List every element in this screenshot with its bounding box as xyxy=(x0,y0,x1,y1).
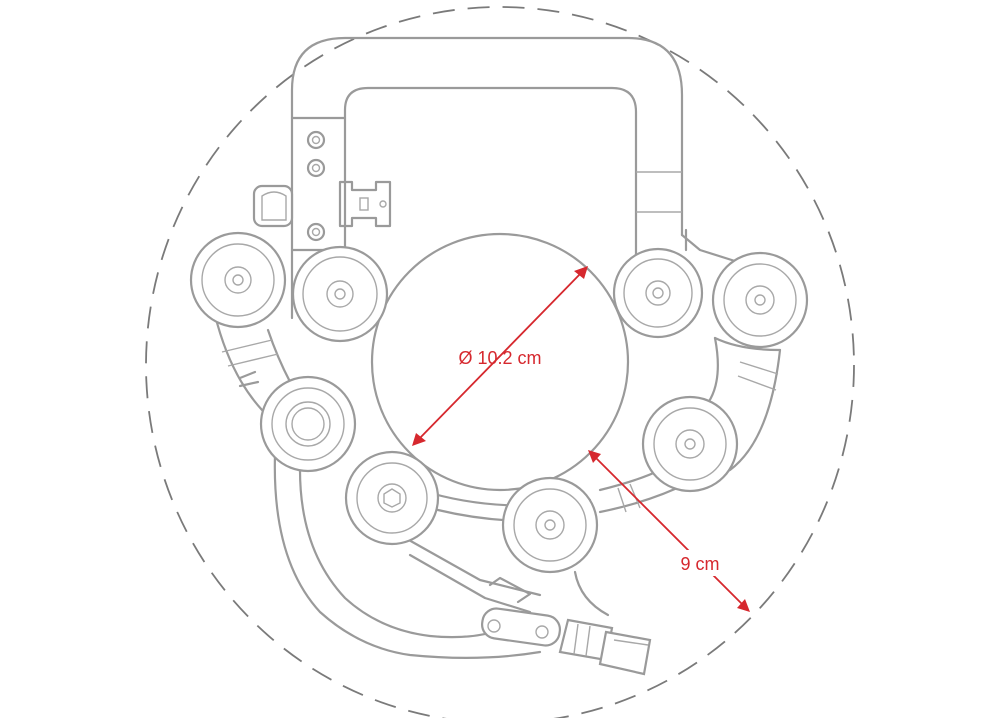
screw-icon xyxy=(306,130,326,150)
roller xyxy=(189,231,287,329)
mounting-plate xyxy=(290,116,347,252)
diameter-dimension: Ø 10.2 cm xyxy=(412,266,588,446)
clearance-envelope-circle xyxy=(145,6,855,718)
radius-dimension: 9 cm xyxy=(588,450,750,612)
screw-icon xyxy=(306,158,326,178)
screw-icon xyxy=(306,222,326,242)
center-tube-circle xyxy=(370,232,630,492)
roller xyxy=(711,251,809,349)
diameter-label: Ø 10.2 cm xyxy=(458,348,541,368)
roller xyxy=(291,245,389,343)
roller xyxy=(344,450,440,546)
latch xyxy=(481,607,652,676)
top-handle xyxy=(290,36,740,320)
swing-arm xyxy=(273,453,610,659)
radius-label: 9 cm xyxy=(680,554,719,574)
mounting-block xyxy=(338,180,392,228)
side-knob xyxy=(252,184,294,228)
roller xyxy=(259,375,357,473)
roller xyxy=(501,476,599,574)
roller xyxy=(612,247,704,339)
roller xyxy=(641,395,739,493)
